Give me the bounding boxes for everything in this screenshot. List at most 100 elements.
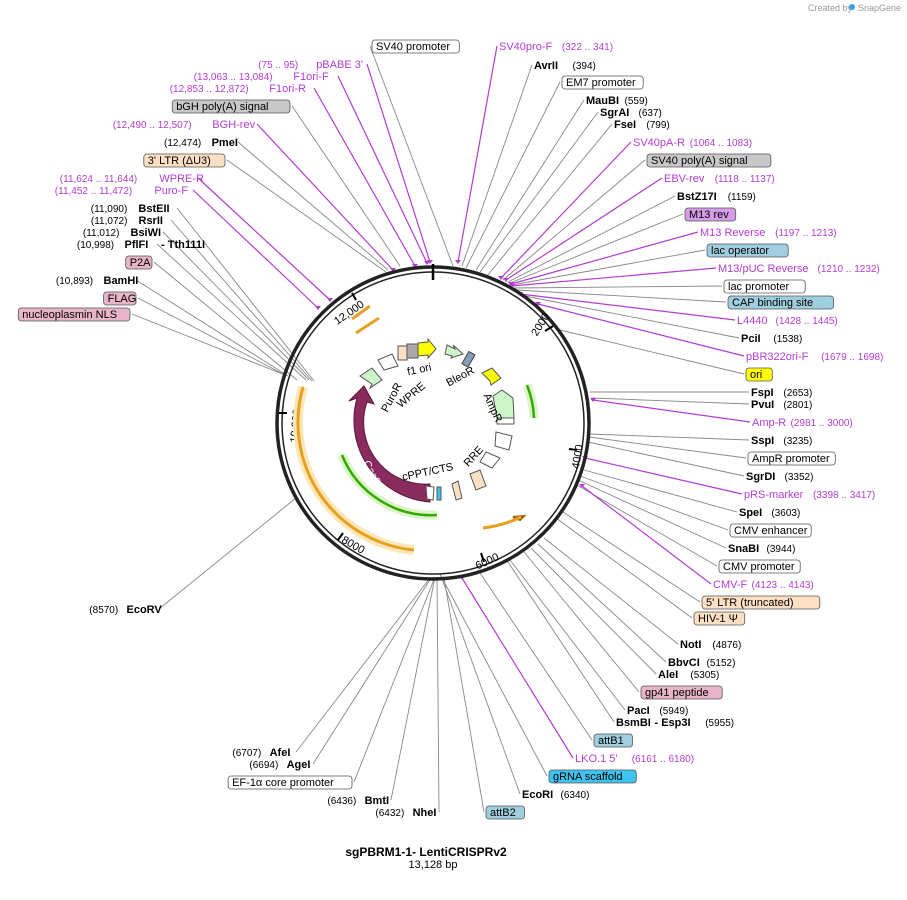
inner-label-cppt: cPPT/CTS	[401, 461, 454, 484]
leader-line-alei	[530, 547, 657, 675]
label-extra-bsmbi: - Esp3I	[655, 717, 691, 729]
label-pos-f1ori-r: (12,853 .. 12,872)	[170, 84, 249, 95]
feature-bgh-polya	[406, 343, 419, 359]
label-pos-avrii: (394)	[573, 61, 596, 72]
leader-line-cap-binding	[515, 289, 727, 303]
leader-line-attb1	[477, 569, 593, 741]
label-pos-bmti: (6436)	[327, 796, 356, 807]
feature-3ltr	[397, 345, 408, 361]
label-bsmbi: BsmBI	[616, 717, 651, 729]
label-3ltr: 3' LTR (ΔU3)	[148, 155, 211, 167]
rre-glyph	[469, 469, 487, 491]
leader-line-bsiwi	[162, 231, 310, 381]
leader-line-puro-f	[192, 189, 319, 309]
label-em7-promoter: EM7 promoter	[566, 77, 636, 89]
label-pos-fspi: (2653)	[783, 388, 812, 399]
plasmid-name: sgPBRM1-1- LentiCRISPRv2	[345, 845, 507, 859]
label-box-flag	[103, 291, 137, 306]
leader-lines	[131, 45, 751, 813]
leader-line-bgh-polya	[291, 105, 401, 267]
label-grna: gRNA scaffold	[553, 771, 623, 783]
label-bamhi: BamHI	[104, 275, 139, 287]
label-bmti: BmtI	[365, 795, 389, 807]
leader-line-cmv-promoter	[574, 483, 718, 567]
leader-line-cmv-f	[581, 485, 712, 585]
inner-label-f1-ori: f1 ori	[406, 361, 432, 378]
credit-brand: SnapGene	[858, 3, 901, 13]
label-pos-puro-f: (11,452 .. 11,472)	[55, 186, 132, 197]
label-pos-m13-reverse: (1197 .. 1213)	[775, 228, 837, 239]
leader-line-lko1	[461, 577, 574, 759]
label-box-3ltr	[143, 153, 226, 168]
cmv-glyph	[494, 431, 513, 451]
label-f1ori-r: F1ori-R	[269, 83, 306, 95]
primer-marker-wpre-r	[327, 298, 333, 302]
leader-line-flag	[137, 297, 286, 376]
primer-marker-sv40pa-r	[498, 276, 504, 280]
label-pflfi: PflFI	[125, 239, 149, 251]
leader-line-snabi	[577, 479, 727, 549]
label-ecori: EcoRI	[522, 789, 553, 801]
label-l4440: L4440	[737, 315, 768, 327]
label-box-ef1a	[227, 775, 353, 790]
leader-line-amp-r	[592, 399, 751, 423]
orf-arc-green-2	[525, 384, 536, 419]
label-avrii: AvrII	[534, 60, 558, 72]
leader-line-rsrii	[170, 219, 313, 382]
label-box-cap-binding	[727, 295, 834, 310]
orf-arc-orange-2	[482, 515, 522, 530]
leader-line-m13puc-reverse	[511, 267, 717, 287]
label-box-attb2	[485, 805, 525, 820]
leader-line-pcii	[524, 295, 740, 339]
label-pos-f1ori-f: (13,063 .. 13,084)	[194, 72, 273, 83]
primer-marker-puro-f	[315, 306, 321, 310]
label-pos-alei: (5305)	[690, 670, 719, 681]
label-bgh-polya: bGH poly(A) signal	[176, 101, 268, 113]
snapgene-logo-icon	[849, 4, 855, 10]
leader-line-afei	[295, 577, 431, 753]
leader-line-f1ori-f	[337, 75, 428, 264]
label-pos-bgh-rev: (12,490 .. 12,507)	[113, 120, 192, 131]
leader-line-gp41	[523, 551, 640, 693]
leader-line-grna	[439, 573, 548, 777]
label-pos-sgrdi: (3352)	[785, 472, 814, 483]
label-rsrii: RsrII	[139, 215, 163, 227]
leader-line-5ltr	[559, 509, 701, 603]
label-pos-ecorv: (8570)	[89, 605, 118, 616]
label-pos-afei: (6707)	[232, 748, 261, 759]
credit-prefix: Created by	[808, 3, 853, 13]
label-pos-noti: (4876)	[712, 640, 741, 651]
leader-line-pflfi	[156, 243, 307, 381]
label-pos-bbvci: (5152)	[707, 658, 736, 669]
leader-line-bgh-rev	[256, 123, 394, 271]
label-pos-ebv-rev: (1118 .. 1137)	[715, 174, 775, 185]
leader-line-bamhi	[135, 279, 289, 377]
label-lac-promoter: lac promoter	[728, 281, 789, 293]
label-lko1: LKO.1 5'	[575, 753, 617, 765]
leader-line-wpre-r	[197, 177, 331, 301]
label-f1ori-f: F1ori-F	[293, 71, 329, 83]
label-pcii: PciI	[741, 333, 761, 345]
label-bsteii: BstEII	[138, 203, 169, 215]
label-maubi: MauBI	[586, 95, 619, 107]
tick-4000	[568, 448, 578, 451]
leader-line-m13-rev	[509, 213, 684, 284]
inner-label-rre: RRE	[462, 444, 486, 469]
leader-line-bmti	[390, 576, 436, 801]
leader-line-ecori	[440, 575, 521, 795]
primer-marker-pbr322ori-f	[535, 302, 541, 306]
label-snabi: SnaBI	[728, 543, 759, 555]
primer-marker-pbabe3	[427, 260, 433, 264]
leader-line-lac-promoter	[513, 285, 723, 289]
label-box-nls	[17, 307, 131, 322]
label-pbabe3: pBABE 3'	[316, 59, 363, 71]
leader-line-bstz17i	[507, 195, 676, 283]
tick-8000	[337, 532, 344, 541]
label-box-m13-rev	[684, 207, 737, 222]
tick-label-4000: 4000	[570, 444, 586, 470]
grna-glyph	[436, 486, 442, 501]
leader-line-sspi	[589, 433, 750, 441]
label-pos-prs-marker: (3398 .. 3417)	[813, 490, 875, 501]
label-pos-maubi: (559)	[625, 96, 648, 107]
